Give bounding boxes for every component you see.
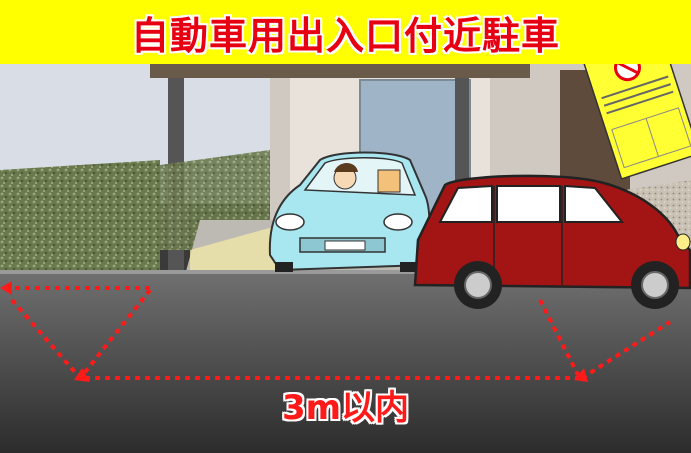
dotted-line-diagonal-left — [10, 298, 82, 380]
dotted-line-diagonal-far-right — [580, 320, 672, 380]
arrow-head-left — [0, 281, 12, 295]
parked-car — [413, 174, 691, 309]
road — [0, 272, 691, 453]
arrow-head-bottom-right — [574, 368, 588, 382]
dotted-line-diagonal-right — [538, 299, 580, 376]
hedge-left — [0, 160, 160, 275]
dotted-line-diagonal-mid — [80, 288, 152, 378]
distance-label: 3m以内 — [281, 388, 410, 428]
garage-light — [190, 225, 280, 275]
driver-car — [268, 151, 431, 272]
title-banner: 自動車用出入口付近駐車 — [0, 0, 691, 64]
distance-markers — [5, 286, 672, 380]
curb — [0, 270, 691, 274]
carport-roof — [150, 64, 530, 78]
page-title: 自動車用出入口付近駐車 — [130, 13, 560, 58]
arrow-head-bottom-left — [74, 368, 90, 382]
